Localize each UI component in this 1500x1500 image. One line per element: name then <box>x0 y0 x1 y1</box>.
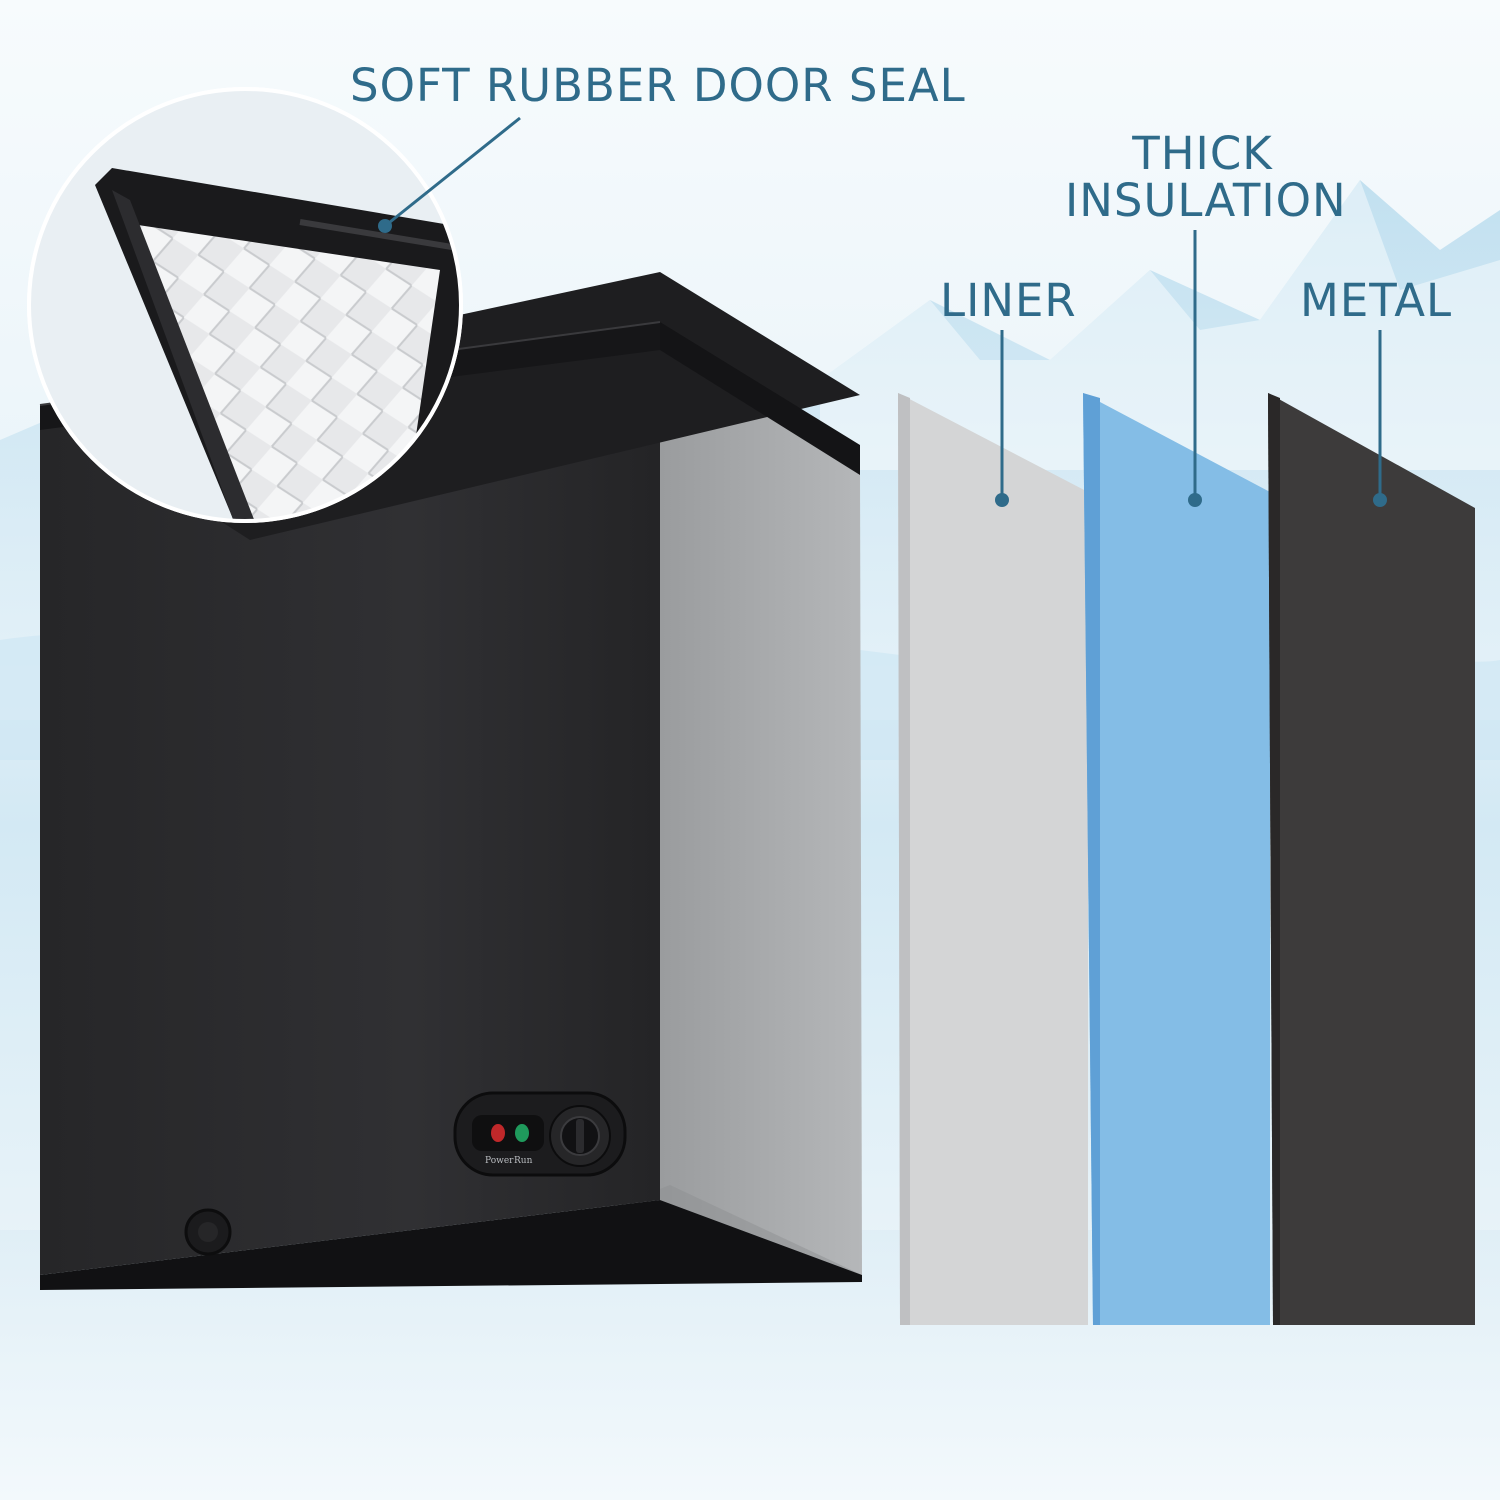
rubber-seal-strip <box>112 190 262 520</box>
seal-edge <box>299 219 460 253</box>
liner-leader-dot <box>995 493 1009 507</box>
insulation-panel-edge <box>1083 393 1100 1325</box>
knob-grip <box>576 1119 584 1153</box>
freezer-lid-side <box>660 322 860 475</box>
power-led-icon <box>491 1124 505 1142</box>
insulation-panel <box>1083 393 1270 1325</box>
insulation-callout-line1: THICK <box>1132 127 1273 180</box>
chest-freezer <box>39 272 862 1290</box>
ice-mountains-highlight <box>820 180 1500 470</box>
insulation-callout-line2: INSULATION <box>1065 174 1347 228</box>
seal-leader-line <box>384 116 521 228</box>
metal-leader-dot <box>1373 493 1387 507</box>
power-indicator-label: Power <box>485 1156 514 1166</box>
insulation-leader-dot <box>1188 493 1202 507</box>
metal-panel <box>1268 393 1475 1325</box>
control-panel <box>453 1091 627 1177</box>
freezer-side-panel <box>660 345 862 1275</box>
drain-plug-cap <box>198 1222 218 1242</box>
run-led-icon <box>515 1124 529 1142</box>
wall-layers <box>898 393 1475 1325</box>
metal-panel-edge <box>1268 393 1280 1325</box>
seal-leader-dot <box>378 219 392 233</box>
leader-lines <box>378 116 1387 507</box>
freezer-front-panel <box>40 345 660 1275</box>
liner-panel-edge <box>898 393 910 1325</box>
run-indicator-label: Run <box>514 1156 533 1166</box>
insulation-callout: THICK INSULATION <box>1065 127 1347 228</box>
freezer-base-strip <box>40 1200 862 1290</box>
led-window <box>472 1115 544 1151</box>
door-seal-callout: SOFT RUBBER DOOR SEAL <box>350 59 966 112</box>
metal-callout: METAL <box>1300 274 1453 327</box>
liner-callout: LINER <box>940 274 1077 327</box>
liner-panel <box>898 393 1088 1325</box>
